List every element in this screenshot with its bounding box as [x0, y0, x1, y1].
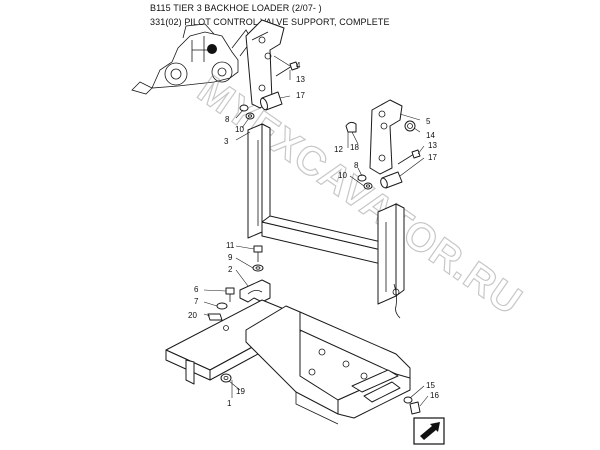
callout-13-upper: 13 [296, 75, 305, 84]
part-18-clip [345, 121, 357, 133]
next-page-arrow-icon[interactable] [413, 417, 445, 445]
part-5-bracket [369, 99, 403, 175]
part-1-base-frame [165, 299, 411, 425]
model-title: B115 TIER 3 BACKHOE LOADER (2/07- ) [150, 3, 322, 13]
washers-upper [239, 104, 255, 120]
callout-12: 12 [334, 145, 343, 154]
part-6-bolt [225, 287, 235, 302]
callout-18: 18 [350, 143, 359, 152]
part-13-bolt-right [397, 149, 421, 165]
part-15-washer [403, 396, 413, 404]
callout-6: 6 [194, 285, 199, 294]
part-13-bolt-upper [275, 61, 299, 77]
callout-17-upper: 17 [296, 91, 305, 100]
part-3-frame [247, 123, 405, 319]
callout-8-upper: 8 [225, 115, 230, 124]
part-19-nut [220, 373, 232, 383]
callout-10-right: 10 [338, 171, 347, 180]
callout-5: 5 [426, 117, 431, 126]
callout-16: 16 [430, 391, 439, 400]
part-17-tube-lower [380, 171, 403, 189]
callout-7: 7 [194, 297, 199, 306]
callout-20: 20 [188, 311, 197, 320]
callout-9: 9 [228, 253, 233, 262]
callout-10-upper: 10 [235, 125, 244, 134]
part-14-ring [404, 120, 416, 132]
callout-1: 1 [227, 399, 232, 408]
part-16-cap [409, 401, 421, 415]
part-17-tube-upper [260, 91, 283, 111]
leader-lines [203, 55, 429, 407]
callout-4: 4 [296, 61, 301, 70]
callout-8-right: 8 [354, 161, 359, 170]
section-title: 331(02) PILOT CONTROL VALVE SUPPORT, COM… [150, 17, 390, 27]
part-11-bolt [253, 245, 263, 262]
machine-locator-icon [131, 23, 253, 95]
callout-14: 14 [426, 131, 435, 140]
callout-15: 15 [426, 381, 435, 390]
part-2-clamp [239, 279, 271, 303]
washers-right [357, 174, 373, 190]
part-7-washer [216, 302, 228, 310]
locator-marker [207, 44, 217, 54]
callout-3: 3 [224, 137, 229, 146]
callout-13-right: 13 [428, 141, 437, 150]
callout-11: 11 [226, 241, 235, 250]
callout-2: 2 [228, 265, 233, 274]
part-20-nut [207, 313, 223, 321]
callout-17-right: 17 [428, 153, 437, 162]
callout-19: 19 [236, 387, 245, 396]
callout-labels: 4 13 17 8 10 3 5 14 18 12 13 17 8 10 11 … [188, 61, 439, 408]
part-9-washer [252, 264, 264, 272]
part-4-bracket [245, 19, 285, 109]
